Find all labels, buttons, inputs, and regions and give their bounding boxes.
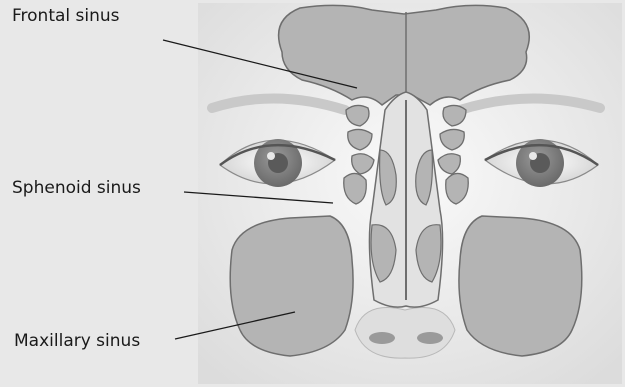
maxillary-sinus-label: Maxillary sinus: [14, 331, 140, 351]
left-maxillary-sinus: [230, 216, 353, 356]
frontal-sinus-label: Frontal sinus: [12, 6, 120, 26]
nose-tip: [355, 308, 455, 359]
right-maxillary-sinus: [459, 216, 582, 356]
sphenoid-sinus-label: Sphenoid sinus: [12, 178, 141, 198]
